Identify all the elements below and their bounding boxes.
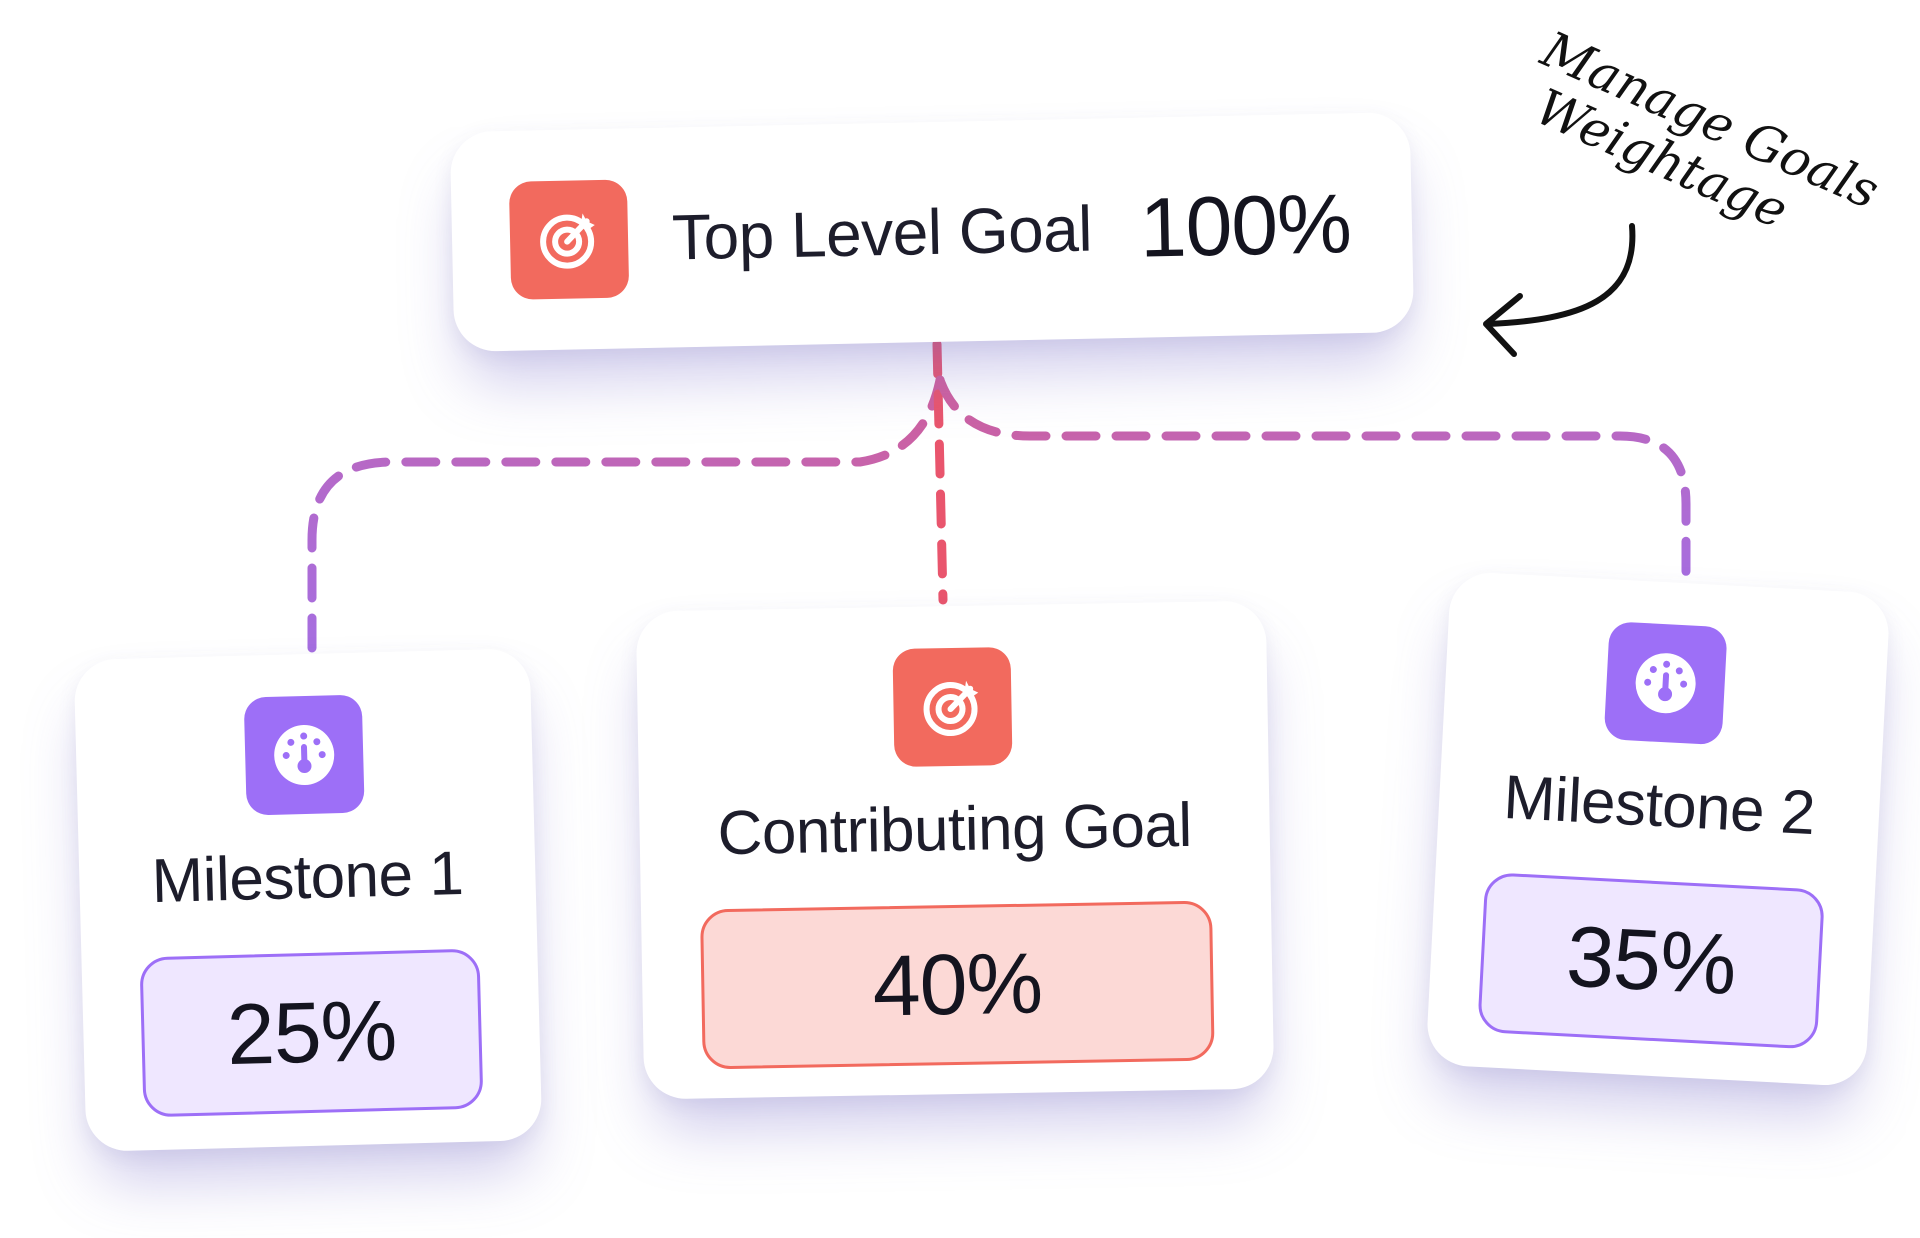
- milestone-2-card[interactable]: Milestone 2 35%: [1425, 570, 1891, 1088]
- contributing-goal-weight[interactable]: 40%: [699, 900, 1215, 1070]
- gauge-icon: [243, 694, 365, 816]
- connector-contributing-goal: [932, 339, 948, 605]
- contributing-goal-label: Contributing Goal: [717, 790, 1193, 869]
- gauge-icon: [1603, 621, 1728, 746]
- target-icon: [508, 179, 630, 300]
- curved-arrow-icon: [1485, 223, 1636, 327]
- target-icon: [892, 647, 1013, 768]
- milestone-1-label: Milestone 1: [150, 838, 465, 917]
- milestone-1-weight[interactable]: 25%: [139, 948, 484, 1118]
- arrowhead-icon: [1483, 293, 1523, 357]
- milestone-1-card[interactable]: Milestone 1 25%: [73, 648, 543, 1152]
- top-level-goal-card[interactable]: Top Level Goal 100%: [449, 111, 1415, 353]
- connector-milestone-2: [935, 375, 1691, 593]
- contributing-goal-card[interactable]: Contributing Goal 40%: [635, 600, 1275, 1100]
- top-level-goal-weight: 100%: [1138, 175, 1352, 275]
- connector-milestone-1: [307, 375, 945, 653]
- top-level-goal-label: Top Level Goal: [671, 192, 1093, 274]
- milestone-2-label: Milestone 2: [1501, 762, 1817, 849]
- milestone-2-weight[interactable]: 35%: [1477, 872, 1826, 1050]
